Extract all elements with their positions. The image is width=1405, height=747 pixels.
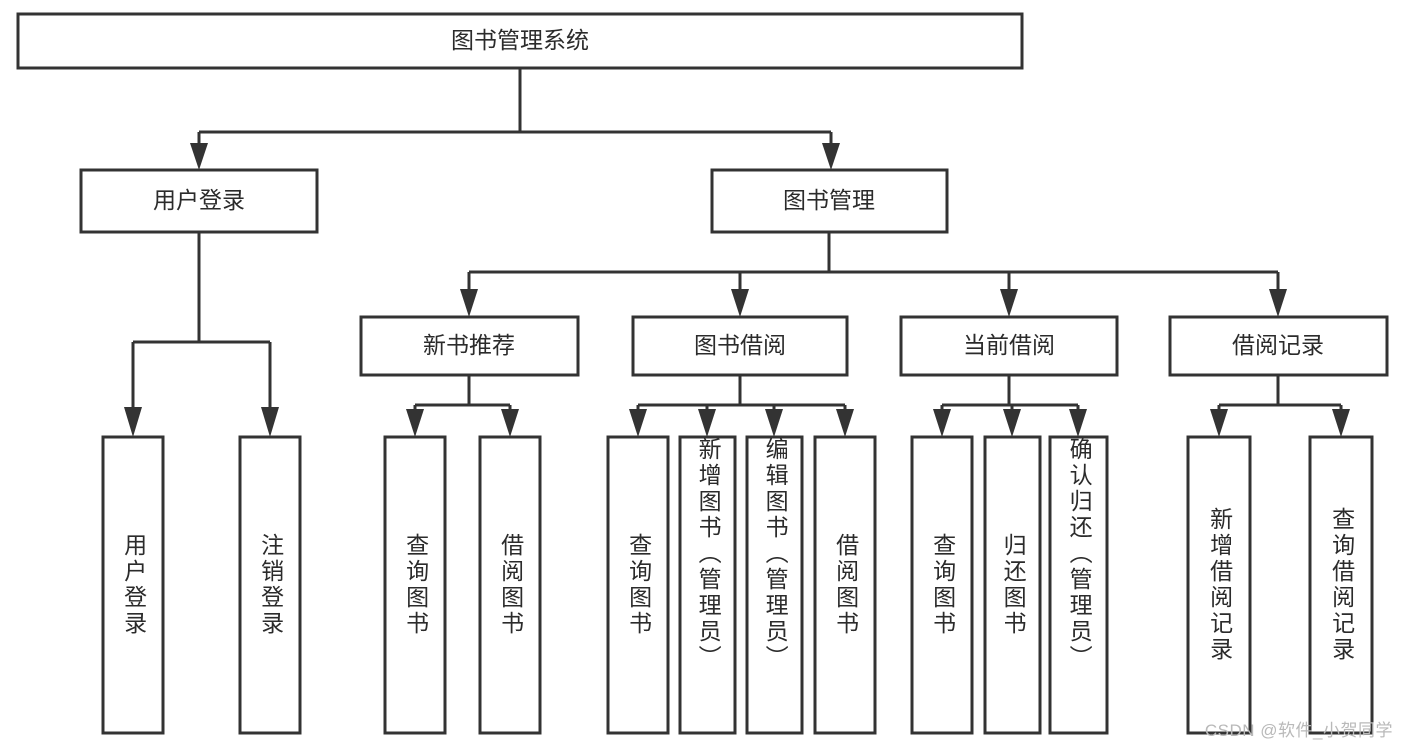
connector-book-borrow-to-leaves — [629, 375, 854, 437]
node-new-book-rec-label: 新书推荐 — [423, 332, 515, 358]
node-root-box[interactable] — [16, 12, 1024, 70]
connector-root-to-level2 — [190, 68, 840, 170]
node-user-login-box[interactable] — [79, 168, 319, 234]
leaf-box-query-record[interactable] — [1308, 435, 1374, 735]
arrowhead-bb-4 — [836, 409, 854, 437]
leaf-box-borrow-book-1[interactable] — [478, 435, 542, 735]
node-borrow-record[interactable]: 借阅记录 — [1168, 315, 1389, 377]
node-book-borrow-label: 图书借阅 — [694, 332, 786, 358]
connector-user-login-to-leaves — [124, 232, 279, 437]
node-new-book-rec[interactable]: 新书推荐 — [359, 315, 580, 377]
node-current-borrow-label: 当前借阅 — [963, 332, 1055, 358]
connector-book-manage-to-level3 — [460, 232, 1287, 317]
arrowhead-bb-2 — [698, 409, 716, 437]
arrowhead-br-2 — [1332, 409, 1350, 437]
leaf-boxes[interactable] — [101, 435, 1374, 735]
leaf-box-add-record[interactable] — [1186, 435, 1252, 735]
arrowhead-nbr-2 — [501, 409, 519, 437]
leaf-box-logout[interactable] — [238, 435, 302, 735]
node-current-borrow[interactable]: 当前借阅 — [899, 315, 1119, 377]
node-borrow-record-label: 借阅记录 — [1232, 332, 1324, 358]
arrowhead-to-new-book-rec — [460, 289, 478, 317]
arrowhead-to-current-borrow — [1000, 289, 1018, 317]
node-book-manage[interactable]: 图书管理 — [710, 168, 949, 234]
arrowhead-bb-3 — [765, 409, 783, 437]
arrowhead-br-1 — [1210, 409, 1228, 437]
arrowhead-to-leaf-logout — [261, 407, 279, 437]
leaf-box-query-book-2[interactable] — [606, 435, 670, 735]
connector-borrow-record-to-leaves — [1210, 375, 1350, 437]
arrowhead-to-borrow-record — [1269, 289, 1287, 317]
leaf-box-borrow-book-2[interactable] — [813, 435, 877, 735]
node-root[interactable]: 图书管理系统 — [16, 12, 1024, 70]
arrowhead-to-book-manage — [822, 143, 840, 170]
node-book-manage-label: 图书管理 — [783, 187, 875, 213]
arrowhead-cb-2 — [1003, 409, 1021, 437]
csdn-watermark: CSDN @软件_小贺同学 — [1204, 721, 1393, 740]
arrowhead-to-book-borrow — [731, 289, 749, 317]
leaf-box-add-book-admin[interactable] — [678, 435, 737, 735]
node-new-book-rec-box[interactable] — [359, 315, 580, 377]
arrowhead-to-leaf-user-login — [124, 407, 142, 437]
arrowhead-cb-1 — [933, 409, 951, 437]
node-root-label: 图书管理系统 — [451, 27, 589, 53]
leaf-box-user-login[interactable] — [101, 435, 165, 735]
leaf-box-edit-book-admin[interactable] — [745, 435, 804, 735]
leaf-box-query-book-3[interactable] — [910, 435, 974, 735]
leaf-box-return-book[interactable] — [983, 435, 1042, 735]
node-user-login-label: 用户登录 — [153, 187, 245, 213]
node-book-borrow[interactable]: 图书借阅 — [631, 315, 849, 377]
arrowhead-cb-3 — [1069, 409, 1087, 437]
leaf-box-query-book-1[interactable] — [383, 435, 447, 735]
arrowhead-bb-1 — [629, 409, 647, 437]
arrowhead-nbr-1 — [406, 409, 424, 437]
connector-new-book-rec-to-leaves — [406, 375, 519, 437]
node-current-borrow-box[interactable] — [899, 315, 1119, 377]
arrowhead-to-user-login — [190, 143, 208, 170]
node-user-login[interactable]: 用户登录 — [79, 168, 319, 234]
connector-current-borrow-to-leaves — [933, 375, 1087, 437]
leaf-box-confirm-return[interactable] — [1048, 435, 1109, 735]
